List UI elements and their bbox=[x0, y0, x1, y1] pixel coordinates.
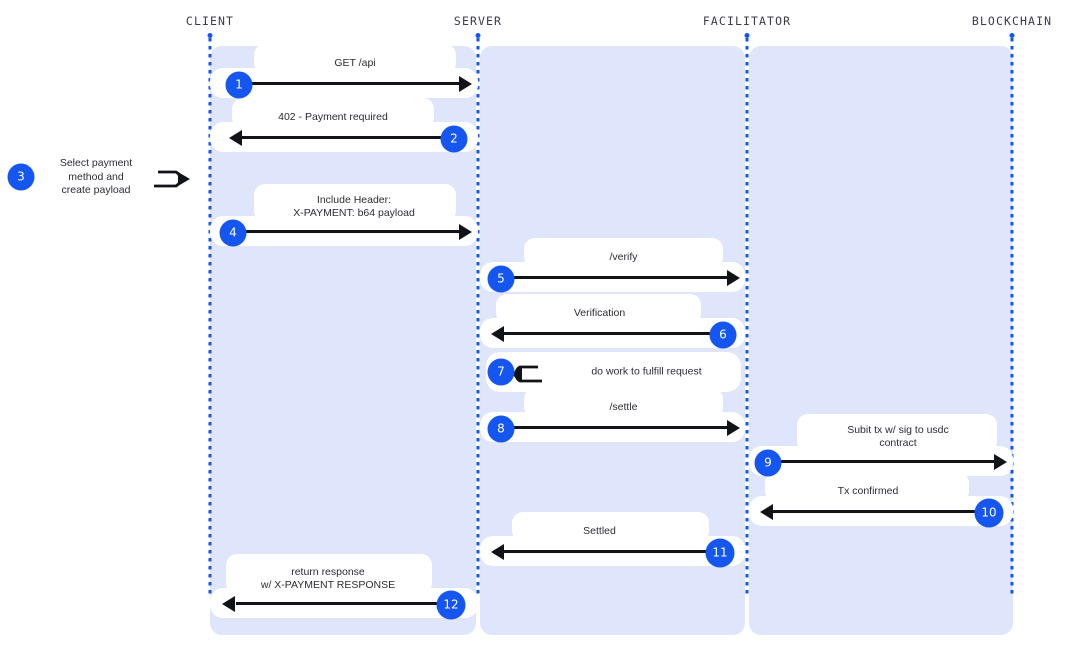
message-text-2: 402 - Payment required bbox=[278, 111, 388, 123]
message-row-8: /settle 8 bbox=[480, 388, 745, 443]
self-loop-arrow-icon-3 bbox=[154, 170, 190, 188]
message-text-12: return response w/ X-PAYMENT RESPONSE bbox=[260, 566, 396, 591]
arrow-head-5 bbox=[727, 269, 740, 286]
message-row-5: /verify 5 bbox=[480, 238, 745, 293]
message-label-plate-8 bbox=[524, 388, 723, 418]
lifeline-dot-facilitator bbox=[744, 33, 750, 38]
lifeline-server bbox=[476, 38, 480, 594]
lifeline-dot-client bbox=[207, 33, 213, 38]
message-row-10: Tx confirmed 10 bbox=[749, 472, 1013, 528]
step-badge-8[interactable]: 8 bbox=[487, 415, 515, 443]
arrow-line-11 bbox=[504, 550, 722, 553]
message-text-11: Settled bbox=[583, 525, 616, 537]
lifeline-client bbox=[208, 38, 212, 594]
message-label-plate-10 bbox=[765, 472, 969, 502]
message-label-plate-11 bbox=[512, 512, 709, 542]
message-text-4: Include Header: X-PAYMENT: b64 payload bbox=[293, 194, 415, 219]
note-row-3: Select payment method and create payload… bbox=[0, 152, 196, 202]
message-row-4: Include Header: X-PAYMENT: b64 payload 4 bbox=[210, 184, 478, 247]
arrow-head-6 bbox=[491, 325, 504, 342]
step-badge-10[interactable]: 10 bbox=[974, 498, 1004, 528]
note-text-7: do work to fulfill request bbox=[591, 365, 702, 378]
message-label-plate-9 bbox=[797, 414, 997, 452]
arrow-head-12 bbox=[222, 595, 235, 612]
step-badge-12[interactable]: 12 bbox=[436, 590, 466, 620]
lane-header-client: CLIENT bbox=[185, 14, 235, 28]
lane-header-server: SERVER bbox=[453, 14, 503, 28]
message-text-1: GET /api bbox=[334, 57, 376, 69]
step-badge-9[interactable]: 9 bbox=[754, 449, 782, 477]
arrow-head-4 bbox=[459, 223, 472, 240]
step-badge-11[interactable]: 11 bbox=[705, 538, 735, 568]
message-row-6: Verification 6 bbox=[480, 294, 745, 349]
lane-header-facilitator: FACILITATOR bbox=[702, 14, 792, 28]
message-text-6: Verification bbox=[573, 307, 626, 319]
arrow-head-9 bbox=[994, 453, 1007, 470]
message-label-plate-4 bbox=[254, 184, 456, 222]
arrow-line-9 bbox=[767, 460, 999, 463]
arrow-head-10 bbox=[760, 503, 773, 520]
step-badge-4[interactable]: 4 bbox=[219, 219, 247, 247]
lifeline-dot-blockchain bbox=[1009, 33, 1015, 38]
arrow-line-5 bbox=[498, 276, 732, 279]
message-label-plate-2 bbox=[232, 98, 434, 128]
arrow-head-8 bbox=[727, 419, 740, 436]
lifeline-blockchain bbox=[1010, 38, 1014, 594]
message-row-9: Subit tx w/ sig to usdc contract 9 bbox=[749, 414, 1013, 477]
step-badge-6[interactable]: 6 bbox=[709, 321, 737, 349]
self-loop-arrow-icon-7 bbox=[510, 365, 542, 383]
step-badge-5[interactable]: 5 bbox=[487, 265, 515, 293]
arrow-head-1 bbox=[459, 75, 472, 92]
message-label-plate-1 bbox=[254, 44, 456, 74]
message-row-11: Settled 11 bbox=[480, 512, 745, 568]
arrow-line-6 bbox=[504, 332, 728, 335]
step-badge-3[interactable]: 3 bbox=[7, 163, 35, 191]
message-label-plate-6 bbox=[496, 294, 701, 324]
arrow-line-12 bbox=[236, 602, 452, 605]
arrow-line-8 bbox=[498, 426, 732, 429]
note-plate-7 bbox=[486, 352, 741, 392]
message-row-2: 402 - Payment required 2 bbox=[210, 98, 478, 153]
message-text-10: Tx confirmed bbox=[837, 485, 899, 497]
note-row-7: do work to fulfill request 7 bbox=[486, 352, 741, 392]
arrow-line-4 bbox=[226, 230, 464, 233]
arrow-line-1 bbox=[226, 82, 464, 85]
arrow-head-11 bbox=[491, 543, 504, 560]
lane-header-blockchain: BLOCKCHAIN bbox=[971, 14, 1053, 28]
message-label-plate-12 bbox=[226, 554, 432, 594]
message-text-8: /settle bbox=[609, 401, 638, 413]
message-text-9: Subit tx w/ sig to usdc contract bbox=[847, 424, 949, 449]
step-badge-2[interactable]: 2 bbox=[440, 125, 468, 153]
arrow-head-2 bbox=[229, 129, 242, 146]
lifeline-facilitator bbox=[745, 38, 749, 594]
step-badge-1[interactable]: 1 bbox=[225, 71, 253, 99]
arrow-line-2 bbox=[242, 136, 458, 139]
lane-band-facilitator-blockchain bbox=[749, 46, 1013, 635]
note-text-3: Select payment method and create payload bbox=[59, 156, 133, 196]
message-row-1: GET /api 1 bbox=[210, 44, 478, 99]
lifeline-dot-server bbox=[475, 33, 481, 38]
message-label-plate-5 bbox=[524, 238, 723, 268]
arrow-line-10 bbox=[773, 510, 991, 513]
message-text-5: /verify bbox=[609, 251, 638, 263]
message-row-12: return response w/ X-PAYMENT RESPONSE 12 bbox=[210, 554, 478, 620]
step-badge-7[interactable]: 7 bbox=[487, 358, 515, 386]
